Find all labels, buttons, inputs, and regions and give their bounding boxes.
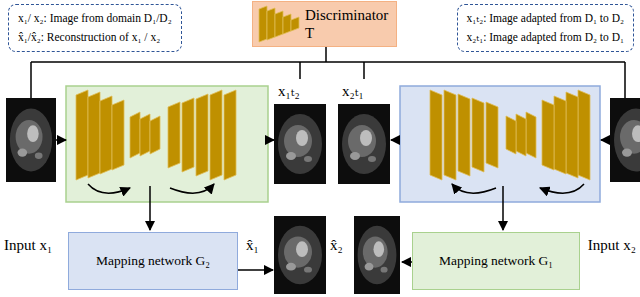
drawing-part (76, 90, 88, 180)
mri-image (610, 98, 640, 182)
image-label: x̂₁ (246, 236, 259, 254)
drawing-part (402, 261, 412, 263)
drawing-part (458, 94, 470, 176)
drawing-part (540, 184, 584, 193)
mapping-network-box: Mapping network G₁ (412, 232, 580, 290)
drawing-part (542, 100, 554, 170)
node-text: Mapping network G₁ (439, 253, 553, 269)
drawing-part (130, 112, 140, 158)
mri-image (274, 216, 326, 294)
image-label: x₂ₜ₁ (342, 82, 364, 100)
drawing-part (283, 14, 291, 34)
mri-image (338, 104, 390, 184)
drawing-part (472, 98, 484, 172)
image-label: Input x₁ (4, 236, 52, 254)
drawing-part (182, 98, 194, 172)
drawing-part (299, 62, 301, 79)
drawing-part (210, 90, 222, 180)
drawing-part (526, 112, 536, 158)
image-label: Input x₂ (588, 236, 636, 254)
drawing-part (31, 61, 625, 63)
drawing-part (140, 114, 150, 156)
drawing-part (168, 102, 180, 168)
drawing-part (363, 62, 365, 79)
drawing-part (624, 62, 626, 98)
drawing-part (486, 102, 498, 168)
drawing-part (578, 90, 590, 180)
drawing-part (149, 186, 151, 230)
drawing-part (170, 184, 214, 193)
translator-right-region (400, 86, 600, 202)
node-text: x₂ₜ₁: Image adapted from D₂ to D₁ (467, 28, 624, 47)
drawing-part (452, 184, 496, 193)
legend-box: x₁ₜ₂: Image adapted from D₁ to D₂x₂ₜ₁: I… (457, 4, 634, 52)
skip-arrows (88, 184, 584, 193)
drawing-part (391, 139, 400, 141)
discriminator-wires (31, 44, 625, 98)
drawing-part (196, 94, 208, 176)
drawing-part (268, 139, 274, 141)
drawing-part (506, 116, 516, 154)
legend-box: x₁/ x₂: Image from domain D₁/D₂x̂₁/x̂₂: … (8, 4, 182, 52)
node-text: x₁/ x₂: Image from domain D₁/D₂ (18, 9, 172, 28)
node-text: x₁ₜ₂: Image adapted from D₁ to D₂ (467, 9, 624, 28)
translator-left-region (66, 86, 268, 202)
discriminator-layers (255, 4, 305, 44)
mri-image (274, 104, 326, 184)
mri-image (354, 216, 400, 294)
node-text: x̂₁/x̂₂: Reconstruction of x₁ / x₂ (18, 28, 172, 47)
drawing-part (566, 92, 578, 178)
drawing-part (100, 96, 112, 174)
drawing-part (275, 11, 283, 37)
drawing-part (291, 17, 299, 31)
drawing-part (601, 139, 610, 141)
drawing-part (112, 100, 124, 170)
drawing-part (502, 186, 504, 230)
drawing-part (224, 90, 236, 180)
image-label: x₁ₜ₂ (278, 82, 300, 100)
conv-layers-left (76, 90, 236, 180)
drawing-part (88, 92, 100, 178)
drawing-part (30, 62, 32, 98)
drawing-part (56, 139, 66, 141)
discriminator-box: Discriminator T (252, 1, 397, 47)
node-text: Mapping network G₂ (96, 253, 210, 269)
mri-image (6, 98, 56, 182)
drawing-part (444, 90, 456, 180)
node-text: Discriminator T (305, 6, 388, 42)
drawing-part (259, 6, 267, 42)
drawing-part (150, 116, 160, 154)
drawing-part (516, 114, 526, 156)
conv-layers-right (430, 90, 590, 180)
drawing-part (554, 96, 566, 174)
drawing-part (430, 90, 442, 180)
drawing-part (88, 184, 130, 193)
drawing-part (238, 269, 273, 271)
drawing-part (259, 6, 299, 42)
drawing-part (267, 8, 275, 40)
mapping-network-box: Mapping network G₂ (68, 232, 238, 290)
image-label: x̂₂ (330, 236, 343, 254)
